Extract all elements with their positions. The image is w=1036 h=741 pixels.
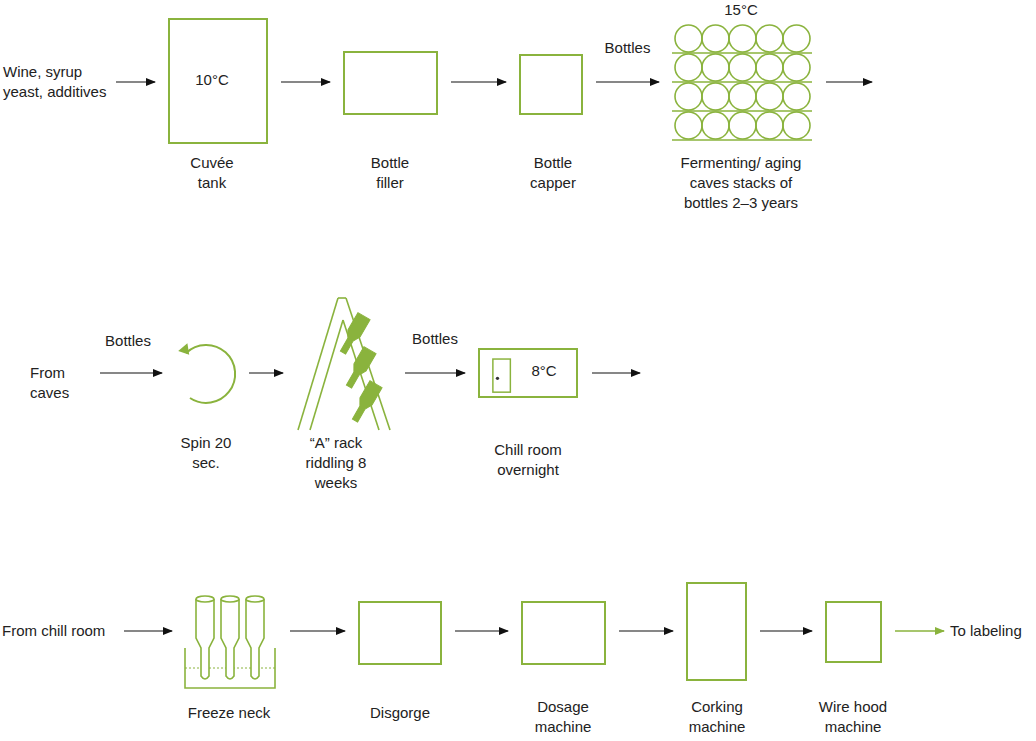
riddling-rack: “A” rack riddling 8 weeks (296, 296, 392, 432)
node-caption: Corking machine (679, 697, 755, 737)
output-arrow (895, 630, 944, 632)
node-caption: Spin 20 sec. (178, 433, 234, 473)
node-caption: Bottle filler (359, 153, 421, 193)
output-arrow (826, 81, 872, 82)
node-caption: Freeze neck (173, 703, 285, 723)
edge-label: Bottles (410, 329, 460, 349)
node-caption: Disgorge (352, 703, 448, 723)
bottle-stack: 15°CFermenting/ aging caves stacks of bo… (672, 22, 812, 140)
input-label: From caves (30, 363, 100, 403)
chill-room-drawing (478, 348, 574, 394)
edge-label: Bottles (603, 38, 653, 58)
flow-arrow (290, 630, 345, 631)
temperature-label: 15°C (711, 0, 771, 20)
temperature-label: 10°C (177, 70, 247, 90)
node-caption: Dosage machine (525, 697, 601, 737)
input-arrow (116, 81, 155, 82)
flow-arrow (455, 630, 508, 631)
filler-box: Bottle filler (343, 51, 438, 115)
flow-arrow (451, 81, 506, 82)
flow-arrow (760, 630, 812, 631)
flow-arrow (281, 81, 330, 82)
node-caption: Cuvée tank (181, 153, 243, 193)
flow-arrow (596, 81, 659, 82)
riddling-rack-drawing (296, 296, 392, 432)
input-label: Wine, syrup yeast, additives (3, 62, 115, 102)
flow-arrow (405, 372, 465, 373)
node-caption: Chill room overnight (485, 440, 571, 480)
freeze-bath-drawing (183, 596, 277, 690)
temperature-label: 8°C (518, 361, 570, 381)
process-box: Disgorge (358, 601, 442, 665)
process-box: Wire hood machine (825, 601, 882, 663)
bottle-stack-drawing (672, 22, 812, 140)
chill-room: 8°CChill room overnight (478, 348, 578, 398)
spin-circle: Spin 20 sec. (176, 343, 236, 403)
capper-box: Bottle capper (519, 54, 583, 115)
flow-arrow (619, 630, 673, 631)
node-caption: Wire hood machine (813, 697, 893, 737)
output-arrow (592, 372, 640, 373)
node-caption: Bottle capper (522, 153, 584, 193)
output-label: To labeling (950, 621, 1032, 641)
flow-arrow (249, 372, 283, 373)
process-box: Dosage machine (521, 601, 606, 665)
node-caption: Fermenting/ aging caves stacks of bottle… (679, 153, 803, 213)
node-caption: “A” rack riddling 8 weeks (302, 433, 370, 493)
input-label: From chill room (2, 621, 123, 641)
freeze-bath: Freeze neck (183, 596, 277, 690)
input-arrow (100, 372, 162, 373)
input-arrow (124, 630, 172, 631)
flow-label: Bottles (98, 331, 158, 351)
tank-box: 10°CCuvée tank (168, 18, 268, 144)
process-box: Corking machine (686, 582, 747, 681)
spin-circle-drawing (176, 343, 236, 403)
